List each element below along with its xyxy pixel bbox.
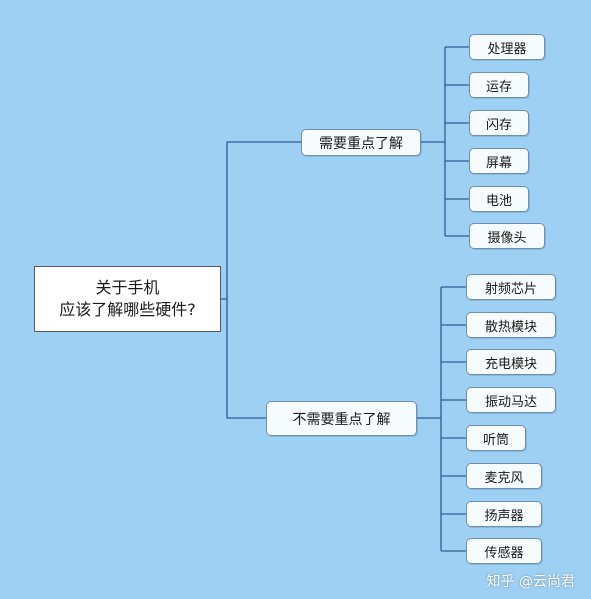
leaf-topic-label: 听筒 [482, 432, 509, 448]
connector-root-to-branch-2 [226, 299, 266, 419]
root-topic[interactable]: 关于手机 应该了解哪些硬件? [34, 266, 221, 332]
leaf-topic-label: 麦克风 [484, 470, 524, 486]
leaf-topic[interactable]: 电池 [469, 186, 529, 212]
leaf-topic-label: 摄像头 [487, 230, 527, 246]
leaf-topic[interactable]: 充电模块 [466, 349, 556, 375]
root-topic-line-1: 关于手机 [95, 278, 160, 297]
leaf-topic-label: 电池 [485, 193, 512, 209]
branch-topic-label: 需要重点了解 [319, 135, 403, 152]
leaf-topic[interactable]: 闪存 [469, 110, 529, 136]
leaf-topic[interactable]: 传感器 [466, 538, 542, 564]
leaf-topic[interactable]: 麦克风 [466, 463, 542, 489]
connector-root-to-branch-1 [226, 141, 301, 299]
leaf-topic-label: 扬声器 [484, 508, 524, 524]
leaf-topic-label: 运存 [485, 79, 512, 95]
leaf-topic[interactable]: 屏幕 [469, 148, 529, 174]
leaf-topic-label: 屏幕 [485, 155, 512, 171]
leaf-topic-label: 散热模块 [484, 319, 537, 335]
branch-topic-no-need-focus[interactable]: 不需要重点了解 [266, 401, 417, 436]
branch-topic-label: 不需要重点了解 [292, 411, 391, 428]
root-topic-line-2: 应该了解哪些硬件? [59, 300, 196, 319]
leaf-topic[interactable]: 听筒 [466, 425, 526, 451]
leaf-topic[interactable]: 运存 [469, 72, 529, 98]
leaf-topic[interactable]: 射频芯片 [466, 274, 556, 300]
leaf-topic[interactable]: 振动马达 [466, 387, 556, 413]
leaf-topic-label: 处理器 [487, 41, 527, 57]
leaf-topic-label: 射频芯片 [484, 281, 537, 297]
leaf-topic[interactable]: 处理器 [469, 34, 545, 60]
leaf-topic[interactable]: 扬声器 [466, 501, 542, 527]
leaf-topic[interactable]: 散热模块 [466, 312, 556, 338]
watermark-text: 知乎 @云尚君 [486, 574, 575, 590]
leaf-topic-label: 振动马达 [484, 394, 537, 410]
leaf-topic-label: 闪存 [485, 117, 512, 133]
leaf-topic-label: 充电模块 [484, 356, 537, 372]
leaf-topic[interactable]: 摄像头 [469, 223, 545, 249]
branch-topic-need-focus[interactable]: 需要重点了解 [301, 129, 421, 156]
leaf-topic-label: 传感器 [484, 545, 524, 561]
